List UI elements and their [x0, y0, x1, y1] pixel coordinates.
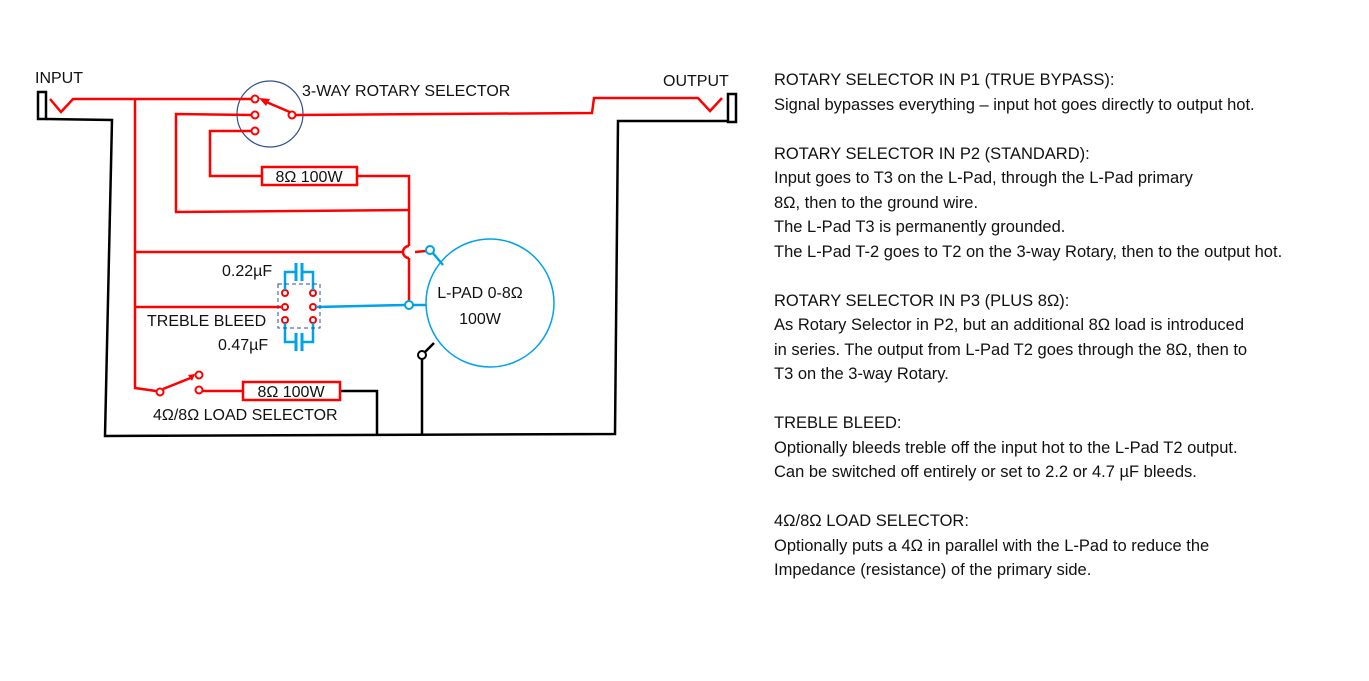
rotary-label: 3-WAY ROTARY SELECTOR [302, 83, 510, 100]
load-selector-label: 4Ω/8Ω LOAD SELECTOR [153, 407, 338, 424]
note-load-selector: 4Ω/8Ω LOAD SELECTOR: Optionally puts a 4… [774, 509, 1364, 583]
note-title: ROTARY SELECTOR IN P3 (PLUS 8Ω): [774, 291, 1070, 310]
resistor-8ohm-bottom [241, 380, 342, 402]
ground-wires [45, 117, 728, 438]
lpad-terminal-t2 [404, 300, 414, 310]
note-line: Can be switched off entirely or set to 2… [774, 463, 1197, 481]
note-p2: ROTARY SELECTOR IN P2 (STANDARD): Input … [774, 142, 1364, 265]
note-line: Signal bypasses everything – input hot g… [774, 95, 1255, 114]
treble-bleed-switch [277, 283, 321, 329]
lpad-ground-terminal [417, 350, 427, 360]
resistor-bottom-label: 8Ω 100W [257, 384, 325, 401]
note-line: Optionally puts a 4Ω in parallel with th… [774, 536, 1210, 555]
note-line: Optionally bleeds treble off the input h… [774, 438, 1238, 457]
lpad-terminal-t1 [425, 245, 435, 255]
note-line: Input goes to T3 on the L-Pad, through t… [774, 169, 1193, 187]
lpad-power-label: 100W [459, 311, 502, 328]
lpad [425, 238, 555, 368]
cap-top-label: 0.22µF [222, 263, 272, 280]
treble-bleed-label: TREBLE BLEED [147, 313, 266, 330]
cap-bottom-label: 0.47µF [218, 337, 268, 354]
output-jack [726, 92, 738, 124]
resistor-8ohm-top [260, 165, 359, 187]
note-p1: ROTARY SELECTOR IN P1 (TRUE BYPASS): Sig… [774, 68, 1364, 117]
lpad-label: L-PAD 0-8Ω [437, 285, 523, 302]
lpad-wires [283, 251, 444, 351]
note-title: TREBLE BLEED: [774, 414, 902, 432]
note-title: ROTARY SELECTOR IN P2 (STANDARD): [774, 144, 1090, 163]
wiring-schematic: INPUT OUTPUT 3-WAY ROTARY SELECTOR 8Ω 10… [35, 70, 738, 438]
note-line: As Rotary Selector in P2, but an additio… [774, 316, 1245, 334]
note-line: Impedance (resistance) of the primary si… [774, 561, 1092, 579]
note-title: 4Ω/8Ω LOAD SELECTOR: [774, 512, 969, 530]
note-treble-bleed: TREBLE BLEED: Optionally bleeds treble o… [774, 411, 1364, 485]
resistor-top-label: 8Ω 100W [275, 169, 343, 186]
note-line: 8Ω, then to the ground wire. [774, 193, 979, 212]
note-line: T3 on the 3-way Rotary. [774, 365, 949, 383]
note-p3: ROTARY SELECTOR IN P3 (PLUS 8Ω): As Rota… [774, 289, 1364, 387]
rotary-arrow-icon [259, 98, 270, 106]
input-jack [36, 90, 48, 121]
note-line: The L-Pad T3 is permanently grounded. [774, 218, 1066, 236]
hot-terminals [155, 94, 317, 397]
note-line: in series. The output from L-Pad T2 goes… [774, 340, 1248, 359]
note-line: The L-Pad T-2 goes to T2 on the 3-way Ro… [774, 242, 1283, 261]
load-switch-arrow-icon [188, 374, 195, 381]
note-title: ROTARY SELECTOR IN P1 (TRUE BYPASS): [774, 71, 1115, 89]
output-label: OUTPUT [663, 73, 729, 90]
notes-panel: ROTARY SELECTOR IN P1 (TRUE BYPASS): Sig… [774, 68, 1364, 607]
hot-wires [49, 96, 723, 393]
input-label: INPUT [35, 70, 83, 87]
